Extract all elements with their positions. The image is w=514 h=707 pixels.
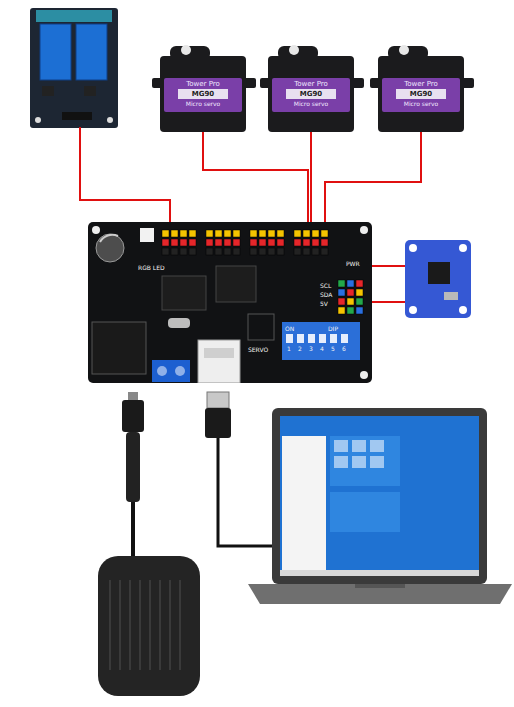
power-adapter: [98, 392, 200, 696]
laptop: [248, 408, 512, 604]
board-label: SCL: [320, 282, 331, 289]
controller-board: RGB LED PWR ON DIP 123456 SERVO SCL SDA 5V: [88, 222, 372, 383]
board-art: [88, 222, 372, 383]
servo-text: Micro servo: [382, 99, 460, 109]
board-label: 1: [287, 345, 291, 352]
servo-motor: Tower ProMG90Micro servo: [160, 56, 246, 132]
servo-text: Tower Pro: [164, 78, 242, 89]
servo-wire: [325, 132, 421, 222]
board-label: 5V: [320, 300, 328, 307]
servo-text: MG90: [286, 89, 336, 99]
sensor-module: [405, 240, 471, 318]
servo-wire: [203, 132, 308, 222]
servo-text: MG90: [396, 89, 446, 99]
servo-text: Tower Pro: [382, 78, 460, 89]
board-label: PWR: [346, 260, 360, 267]
board-label: 5: [331, 345, 335, 352]
relay-module: [30, 8, 118, 128]
board-label: SDA: [320, 291, 332, 298]
servo-motor: Tower ProMG90Micro servo: [378, 56, 464, 132]
board-label: RGB LED: [138, 264, 165, 271]
servo-label: Tower ProMG90Micro servo: [272, 78, 350, 112]
board-label: 3: [309, 345, 313, 352]
usb-cable: [205, 392, 276, 546]
board-label: 4: [320, 345, 324, 352]
board-label: ON: [285, 325, 294, 332]
servo-text: Micro servo: [164, 99, 242, 109]
servo-label: Tower ProMG90Micro servo: [164, 78, 242, 112]
board-label: 2: [298, 345, 302, 352]
relay-wire: [80, 127, 170, 225]
board-label: SERVO: [248, 346, 268, 353]
board-label: 6: [342, 345, 346, 352]
servo-wire: [310, 132, 312, 222]
servo-text: Tower Pro: [272, 78, 350, 89]
servo-text: MG90: [178, 89, 228, 99]
servo-text: Micro servo: [272, 99, 350, 109]
board-label: DIP: [328, 325, 338, 332]
servo-motor: Tower ProMG90Micro servo: [268, 56, 354, 132]
servo-label: Tower ProMG90Micro servo: [382, 78, 460, 112]
